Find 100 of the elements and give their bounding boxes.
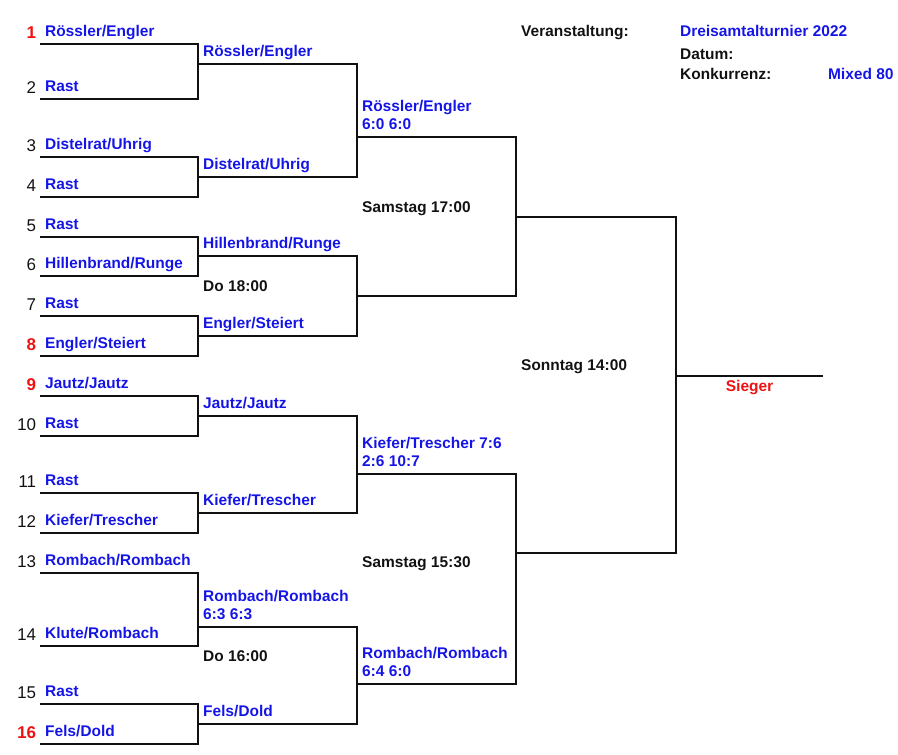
team-name: Rössler/Engler: [203, 43, 312, 61]
team-name: Rössler/Engler: [45, 23, 154, 41]
seed-number: 6: [26, 256, 36, 274]
team-name: Hillenbrand/Runge: [203, 235, 341, 253]
bracket-slot: [40, 335, 198, 357]
seed-number: 3: [26, 137, 36, 155]
bracket-connector: [675, 216, 677, 377]
bracket-connector: [675, 375, 677, 554]
bracket-connector: [356, 415, 358, 475]
bracket-slot: [40, 375, 198, 397]
bracket-connector: [197, 43, 199, 65]
seed-number: 7: [26, 296, 36, 314]
bracket-connector: [197, 626, 199, 647]
team-name: Rast: [45, 472, 79, 490]
seed-number: 8: [26, 336, 36, 354]
match-result: Kiefer/Trescher 7:6 2:6 10:7: [362, 435, 503, 471]
bracket-connector: [197, 63, 199, 100]
seed-number: 15: [17, 684, 36, 702]
team-name: Engler/Steiert: [45, 335, 146, 353]
match-time: Sonntag 14:00: [521, 357, 627, 375]
bracket-slot: [40, 136, 198, 158]
bracket-slot: [357, 435, 516, 475]
seed-number: 2: [26, 79, 36, 97]
seed-number: 9: [26, 376, 36, 394]
bracket-slot: [40, 216, 198, 238]
bracket-connector: [197, 723, 199, 745]
team-name: Rast: [45, 216, 79, 234]
bracket-connector: [197, 315, 199, 337]
team-name: Engler/Steiert: [203, 315, 304, 333]
bracket-slot: [198, 156, 357, 178]
bracket-connector: [197, 395, 199, 417]
bracket-connector: [197, 572, 199, 628]
bracket-connector: [515, 216, 517, 297]
winner-label: Sieger: [726, 378, 774, 396]
bracket-connector: [197, 703, 199, 725]
team-name: Rombach/Rombach 6:3 6:3: [203, 588, 350, 624]
bracket-slot: [40, 78, 198, 100]
bracket-slot: [40, 552, 198, 574]
bracket-connector: [197, 156, 199, 178]
bracket-connector: [197, 492, 199, 514]
bracket-connector: [356, 295, 358, 337]
bracket-connector: [515, 552, 517, 685]
seed-number: 14: [17, 626, 36, 644]
bracket-connector: [197, 335, 199, 357]
bracket-slot: [676, 375, 823, 396]
bracket-slot: [198, 43, 357, 65]
match-time: Samstag 17:00: [362, 199, 471, 217]
bracket-slot: [40, 472, 198, 494]
team-name: Distelrat/Uhrig: [45, 136, 152, 154]
bracket-slot: [198, 235, 357, 257]
bracket-slot: [40, 512, 198, 534]
bracket-connector: [356, 255, 358, 297]
bracket-connector: [515, 136, 517, 218]
field-value: Mixed 80: [828, 66, 894, 84]
match-time: Samstag 15:30: [362, 554, 471, 572]
bracket-slot: [40, 683, 198, 705]
bracket-slot: [40, 625, 198, 647]
match-time: Do 18:00: [203, 278, 268, 296]
bracket-connector: [197, 512, 199, 534]
match-result: Rössler/Engler 6:0 6:0: [362, 98, 472, 134]
field-label: Konkurrenz:: [680, 66, 772, 84]
bracket-slot: [40, 23, 198, 45]
bracket-slot: [198, 395, 357, 417]
seed-number: 4: [26, 177, 36, 195]
seed-number: 13: [17, 553, 36, 571]
team-name: Rast: [45, 683, 79, 701]
bracket-slot: [40, 415, 198, 437]
team-name: Kiefer/Trescher: [203, 492, 316, 510]
bracket-connector: [197, 176, 199, 198]
bracket-slot: [198, 703, 357, 725]
bracket-connector: [515, 473, 517, 554]
bracket-slot: [198, 492, 357, 514]
team-name: Jautz/Jautz: [203, 395, 287, 413]
match-time: Do 16:00: [203, 648, 268, 666]
field-label: Veranstaltung:: [521, 23, 629, 41]
bracket-connector: [197, 415, 199, 437]
team-name: Rast: [45, 78, 79, 96]
team-name: Fels/Dold: [45, 723, 115, 741]
team-name: Distelrat/Uhrig: [203, 156, 310, 174]
team-name: Fels/Dold: [203, 703, 273, 721]
team-name: Rast: [45, 415, 79, 433]
team-name: Rombach/Rombach: [45, 552, 191, 570]
bracket-slot: [40, 176, 198, 198]
team-name: Hillenbrand/Runge: [45, 255, 183, 273]
bracket-connector: [356, 683, 358, 725]
field-value: Dreisamtalturnier 2022: [680, 23, 848, 41]
bracket-slot: [40, 295, 198, 317]
bracket-connector: [356, 626, 358, 685]
team-name: Klute/Rombach: [45, 625, 159, 643]
team-name: Jautz/Jautz: [45, 375, 129, 393]
bracket-slot: [357, 645, 516, 685]
seed-number: 12: [17, 513, 36, 531]
team-name: Rast: [45, 176, 79, 194]
seed-number: 1: [26, 24, 36, 42]
bracket-connector: [356, 63, 358, 138]
seed-number: 11: [18, 473, 36, 491]
bracket-connector: [356, 473, 358, 514]
seed-number: 10: [17, 416, 36, 434]
bracket-slot: [40, 255, 198, 277]
bracket-slot: [198, 315, 357, 337]
